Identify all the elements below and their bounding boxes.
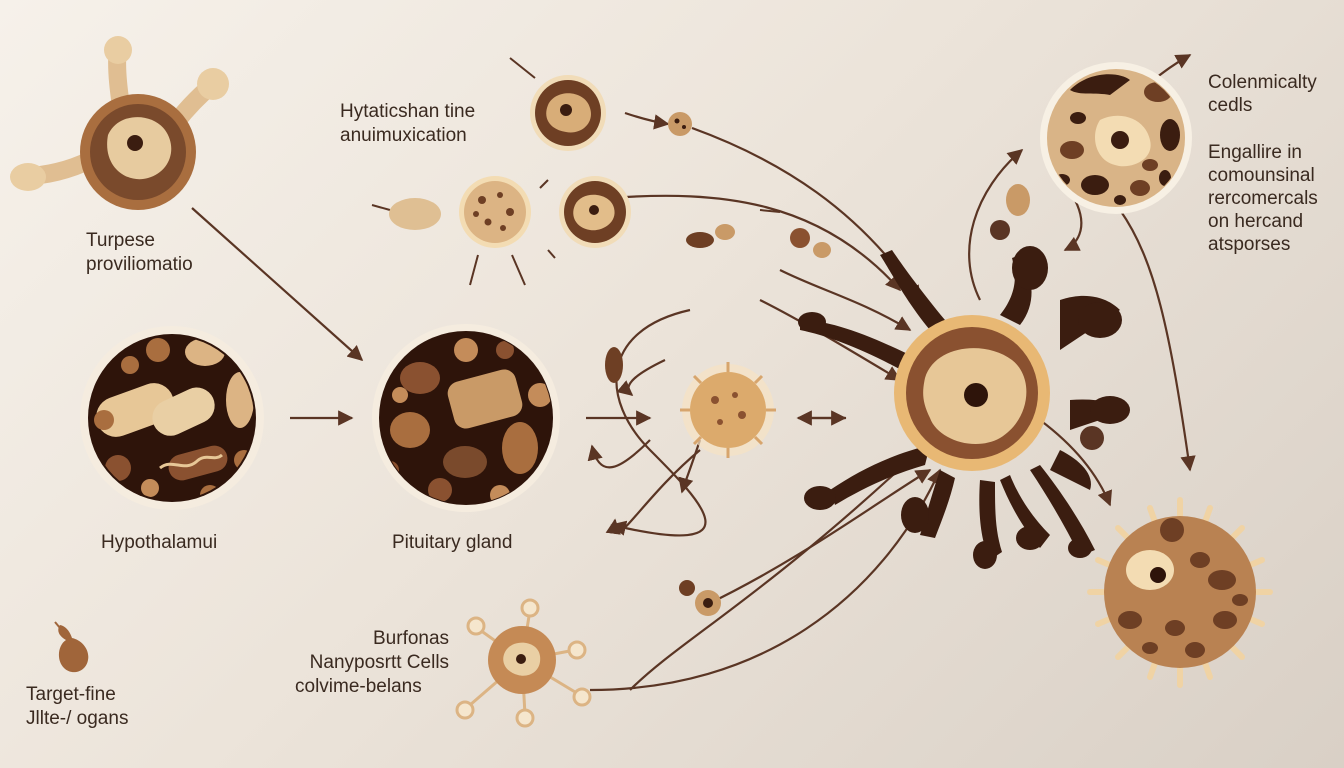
- label-target-line2: Jllte-/ ogans: [26, 708, 129, 729]
- label-hytatic: Hytaticshan tine anuimuxication: [340, 100, 475, 148]
- label-hytatic-line1: Hytaticshan tine: [340, 101, 476, 122]
- burfonas-cell: [455, 598, 592, 728]
- hormone-drop-icon: [54, 621, 89, 673]
- label-burfonas-line3: colvime-belans: [295, 676, 422, 697]
- label-engallire-line4: on hercand: [1208, 211, 1304, 232]
- label-target-line1: Target-fine: [26, 684, 116, 705]
- label-turpese: Turpese proviliomatio: [86, 229, 193, 277]
- label-burfonas-line2: Nanyposrtt Cells: [309, 652, 450, 673]
- label-burfonas: Burfonas Nanyposrtt Cells colvime-belans: [295, 627, 449, 699]
- label-colenmicalty: Colenmicalty cedls: [1208, 71, 1317, 117]
- label-hypothalamus-text: Hypothalamui: [101, 532, 218, 553]
- large-target-cell: [605, 184, 1130, 569]
- colenmicalty-circle: [1040, 62, 1192, 214]
- label-engallire-line3: rercomercals: [1208, 188, 1318, 209]
- label-engallire-line2: comounsinal: [1208, 165, 1315, 186]
- dotted-cell: [459, 176, 531, 248]
- connector-ticks: [371, 57, 781, 286]
- label-burfonas-line1: Burfonas: [373, 628, 450, 649]
- bean-cell: [389, 198, 441, 230]
- label-colenmicalty-line1: Colenmicalty: [1208, 72, 1317, 93]
- nucleus-cell: [559, 176, 631, 248]
- vesicle: [679, 580, 695, 596]
- spiky-cell: [680, 362, 776, 458]
- hypothalamus-circle: [80, 326, 264, 510]
- label-hytatic-line2: anuimuxication: [340, 125, 467, 146]
- label-target: Target-fine Jllte-/ ogans: [26, 683, 128, 731]
- label-turpese-line2: proviliomatio: [86, 254, 193, 275]
- label-hypothalamus: Hypothalamui: [101, 531, 217, 555]
- label-engallire: Engallire in comounsinal rercomercals on…: [1208, 141, 1318, 256]
- label-pituitary-text: Pituitary gland: [392, 532, 513, 553]
- turpese-cell: [10, 36, 229, 210]
- pituitary-circle: [372, 324, 560, 512]
- label-engallire-line1: Engallire in: [1208, 142, 1302, 163]
- label-pituitary: Pituitary gland: [392, 531, 512, 555]
- small-vesicle: [668, 112, 692, 136]
- spiky-target-cell: [1087, 497, 1273, 688]
- label-colenmicalty-line2: cedls: [1208, 95, 1253, 116]
- label-turpese-line1: Turpese: [86, 230, 155, 251]
- label-engallire-line5: atsporses: [1208, 234, 1291, 255]
- hytatic-cell: [530, 75, 606, 151]
